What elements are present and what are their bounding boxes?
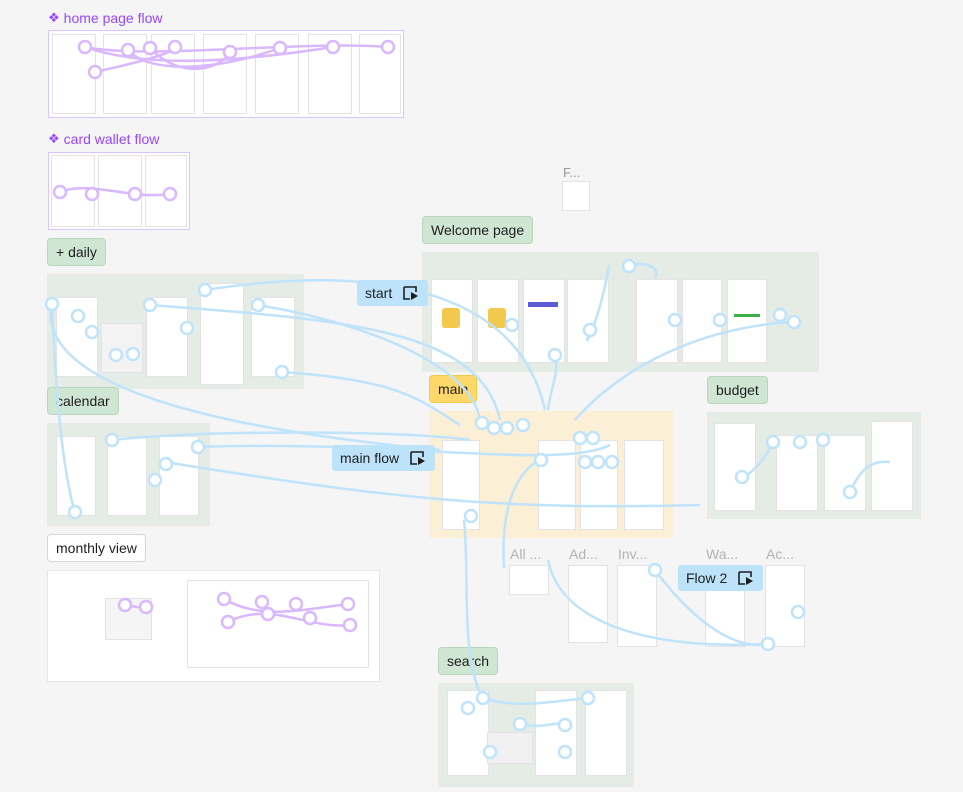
budget-section[interactable] (707, 412, 921, 519)
search-frame-1[interactable] (448, 691, 488, 775)
search-section[interactable] (438, 683, 634, 787)
monthly-frame-1[interactable] (56, 595, 101, 673)
home-page-flow-frame[interactable] (48, 30, 404, 118)
search-keyboard-frame[interactable] (488, 733, 532, 763)
wallet-frame-3[interactable] (146, 156, 186, 226)
main-flow-button[interactable]: main flow (332, 445, 436, 471)
start-flow-label: start (365, 285, 393, 301)
frame-label-ac: Ac... (766, 546, 795, 562)
monthly-frame-2[interactable] (106, 599, 151, 639)
all-frame[interactable] (510, 566, 548, 594)
flow2-label: Flow 2 (686, 570, 728, 586)
card-wallet-flow-frame[interactable] (48, 152, 190, 230)
main-section[interactable] (429, 411, 673, 538)
budget-frame-3[interactable] (825, 436, 865, 510)
welcome-frame-7[interactable] (728, 280, 766, 362)
budget-section-label[interactable]: budget (707, 376, 768, 404)
f-frame[interactable] (563, 182, 589, 210)
home-page-flow-title[interactable]: ❖ home page flow (48, 10, 163, 26)
home-frame-7[interactable] (360, 35, 400, 113)
main-section-label[interactable]: main (429, 375, 478, 403)
search-frame-2[interactable] (536, 691, 576, 775)
frame-label-ad: Ad... (569, 546, 598, 562)
home-frame-6[interactable] (309, 35, 351, 113)
component-diamond-icon: ❖ (48, 10, 60, 25)
monthly-view-section-label[interactable]: monthly view (47, 534, 146, 562)
welcome-frame-4[interactable] (568, 280, 608, 362)
calendar-section-label[interactable]: calendar (47, 387, 119, 415)
welcome-button-shape (528, 302, 558, 307)
frame-label-wa: Wa... (706, 546, 739, 562)
card-wallet-flow-label: card wallet flow (63, 131, 160, 147)
monthly-view-section[interactable] (47, 570, 380, 682)
daily-frame-5[interactable] (252, 298, 294, 376)
budget-frame-4[interactable] (872, 422, 912, 510)
welcome-frame-5[interactable] (637, 280, 677, 362)
flow2-button[interactable]: Flow 2 (678, 565, 764, 591)
ac-frame[interactable] (766, 566, 804, 646)
wallet-frame-1[interactable] (52, 156, 94, 226)
daily-frame-2[interactable] (102, 324, 142, 372)
frame-label-f: F... (563, 165, 581, 180)
daily-section-label[interactable]: + daily (47, 238, 106, 266)
main-frame-3[interactable] (581, 441, 617, 529)
welcome-mascot-icon (442, 308, 460, 328)
welcome-frame-6[interactable] (683, 280, 721, 362)
welcome-progress-shape (734, 314, 760, 317)
daily-frame-4[interactable] (201, 284, 243, 384)
monthly-frame-3[interactable] (188, 581, 368, 667)
home-frame-2[interactable] (104, 35, 146, 113)
home-frame-5[interactable] (256, 35, 298, 113)
component-diamond-icon: ❖ (48, 131, 60, 146)
ad-frame[interactable] (569, 566, 607, 642)
daily-frame-1[interactable] (57, 298, 97, 376)
calendar-frame-2[interactable] (108, 437, 146, 515)
daily-frame-3[interactable] (147, 298, 187, 376)
wallet-frame-2[interactable] (99, 156, 141, 226)
home-page-flow-label: home page flow (63, 10, 163, 26)
card-wallet-flow-title[interactable]: ❖ card wallet flow (48, 131, 159, 147)
search-frame-3[interactable] (586, 691, 626, 775)
welcome-frame-3[interactable] (524, 280, 564, 362)
main-frame-2[interactable] (539, 441, 575, 529)
main-frame-1[interactable] (443, 441, 479, 529)
calendar-frame-3[interactable] (160, 437, 198, 515)
home-frame-1[interactable] (53, 35, 95, 113)
search-section-label[interactable]: search (438, 647, 499, 675)
home-frame-4[interactable] (204, 35, 246, 113)
welcome-page-section[interactable] (422, 252, 819, 372)
calendar-section[interactable] (47, 423, 210, 526)
start-flow-button[interactable]: start (357, 280, 429, 306)
welcome-mascot-icon (488, 308, 506, 328)
play-flow-icon[interactable] (737, 570, 755, 586)
main-frame-4[interactable] (625, 441, 663, 529)
frame-label-inv: Inv... (618, 546, 648, 562)
home-frame-3[interactable] (152, 35, 194, 113)
budget-frame-2[interactable] (777, 436, 817, 510)
main-flow-label: main flow (340, 450, 400, 466)
daily-section[interactable] (47, 274, 304, 389)
frame-label-all: All ... (510, 546, 542, 562)
play-flow-icon[interactable] (402, 285, 420, 301)
inv-frame[interactable] (618, 566, 656, 646)
calendar-frame-1[interactable] (57, 437, 95, 515)
budget-frame-1[interactable] (715, 424, 755, 510)
play-flow-icon[interactable] (409, 450, 427, 466)
welcome-page-section-label[interactable]: Welcome page (422, 216, 534, 244)
